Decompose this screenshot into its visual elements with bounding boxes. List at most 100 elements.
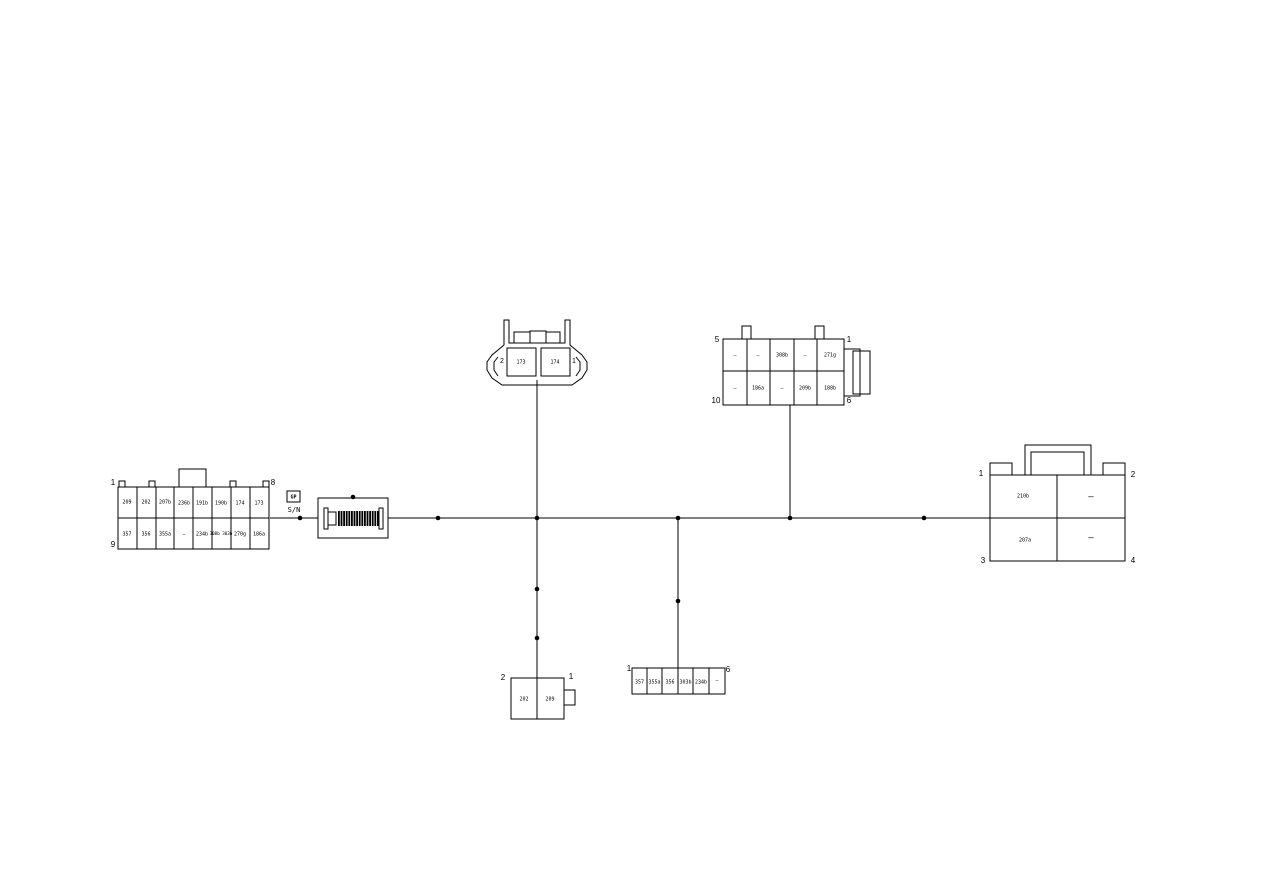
grommet-rib — [351, 511, 353, 526]
wire-label: — — [733, 353, 737, 359]
pin-number: 6 — [847, 396, 852, 405]
wire-label: 188b — [824, 386, 836, 392]
splice-point — [435, 515, 441, 521]
wire-label: — — [803, 353, 807, 359]
ground-tag-sublabel: S/N — [288, 506, 301, 514]
wire-label: 271g — [824, 353, 836, 359]
grommet-rib — [340, 511, 343, 526]
pin-number: 8 — [271, 478, 276, 487]
pin-number: 4 — [1131, 556, 1136, 565]
pin-number: 10 — [712, 396, 721, 405]
splice-point — [297, 515, 303, 521]
pin-number: 1 — [569, 672, 574, 681]
grommet-rib — [338, 511, 340, 526]
wire-label: 207b — [159, 500, 171, 506]
wire-label: 234b — [196, 532, 208, 538]
wire-label: 173 — [254, 501, 263, 507]
wire-label: 356 — [141, 532, 150, 538]
wire-label: 209 — [122, 500, 131, 506]
connector-1-tab — [229, 480, 237, 488]
wire-label: 303b — [679, 680, 691, 686]
splice-point — [534, 586, 540, 592]
grommet-flange — [323, 507, 329, 530]
splice-point — [675, 598, 681, 604]
wire-label: 308b 303b — [210, 531, 233, 536]
pin-number: 1 — [627, 664, 632, 673]
wire-label: — — [780, 386, 784, 392]
pin-number: 1 — [979, 469, 984, 478]
splice-dots — [297, 515, 927, 641]
ground-tag-box — [286, 490, 301, 503]
grommet-rib — [371, 511, 374, 526]
wire-label: 202 — [141, 500, 150, 506]
pin-number: 9 — [111, 540, 116, 549]
connector-1-tab — [118, 480, 126, 488]
connector-2-cell — [506, 347, 537, 377]
splice-point — [534, 635, 540, 641]
pin-number: 5 — [715, 335, 720, 344]
pin-number: 1 — [847, 335, 852, 344]
connector-3: — — 308b — 271g — 186a — 209b 188b 5 1 1… — [712, 325, 871, 406]
wire-label: 202 — [519, 697, 528, 703]
pin-number: 1 — [111, 478, 116, 487]
wire-label: 357 — [635, 680, 644, 686]
wire-label: — — [756, 353, 760, 359]
wire-label: 207a — [1019, 538, 1031, 544]
wire-label: 191b — [196, 501, 208, 507]
connector-1: 209 202 207b 236b 191b 190b 174 173 357 … — [111, 468, 276, 550]
connector-2-cell — [540, 347, 571, 377]
wire-label: 234b — [695, 680, 707, 686]
grommet-rib — [361, 511, 364, 526]
splice-point — [675, 515, 681, 521]
wire-label: 308b — [776, 353, 788, 359]
connector-3-body — [722, 338, 845, 406]
pin-number: 3 — [981, 556, 986, 565]
wire-label: 270g — [234, 532, 246, 538]
grommet-rib — [353, 511, 356, 526]
connector-5: 202 209 2 1 — [501, 672, 576, 720]
wire-label: — — [182, 532, 186, 538]
grommet-rib — [369, 511, 371, 526]
wire-label: 174 — [235, 501, 244, 507]
grommet-flange — [378, 507, 384, 530]
grommet-rib — [374, 511, 377, 526]
connector-1-latch — [178, 468, 207, 488]
connector-6: 357 355a 356 303b 234b — 1 6 — [627, 664, 731, 695]
connector-1-tab — [262, 480, 270, 488]
connector-3-tab — [814, 325, 825, 340]
wire-label: — — [715, 678, 719, 684]
wire-label: 236b — [178, 501, 190, 507]
splice-point — [787, 515, 793, 521]
wire-label: — — [1088, 534, 1094, 544]
wire-label: 210b — [1017, 494, 1029, 500]
wire-label: 357 — [122, 532, 131, 538]
ground-tag-label: GP — [290, 495, 296, 501]
grommet-rib — [345, 511, 348, 526]
grommet-rib — [364, 511, 366, 526]
connector-2: 173 174 2 1 — [486, 319, 588, 386]
ground-tag: GP S/N — [286, 490, 301, 514]
pin-number: 2 — [1131, 470, 1136, 479]
wire-label: 209b — [799, 386, 811, 392]
connector-4: 210b — 207a — 1 2 3 4 — [979, 444, 1136, 565]
connector-1-tab — [148, 480, 156, 488]
grommet-mount — [350, 494, 356, 500]
grommet-rib — [358, 511, 361, 526]
grommet-rib — [348, 511, 351, 526]
connector-4-tab — [1102, 462, 1126, 476]
grommet-rib — [366, 511, 369, 526]
grommet-rib — [343, 511, 345, 526]
grommet-ribs — [338, 511, 379, 526]
wire-label: 186a — [253, 532, 265, 538]
wire-label: — — [733, 386, 737, 392]
splice-point — [921, 515, 927, 521]
pin-number: 2 — [501, 673, 506, 682]
wire-label: 190b — [215, 501, 227, 507]
wire-label: 355a — [648, 680, 660, 686]
grommet-cap — [327, 511, 337, 526]
harness-wires — [270, 380, 990, 678]
connector-5-tab — [562, 689, 576, 706]
wire-label: 173 — [516, 360, 525, 366]
grommet-rib — [377, 511, 379, 526]
splice-point — [534, 515, 540, 521]
